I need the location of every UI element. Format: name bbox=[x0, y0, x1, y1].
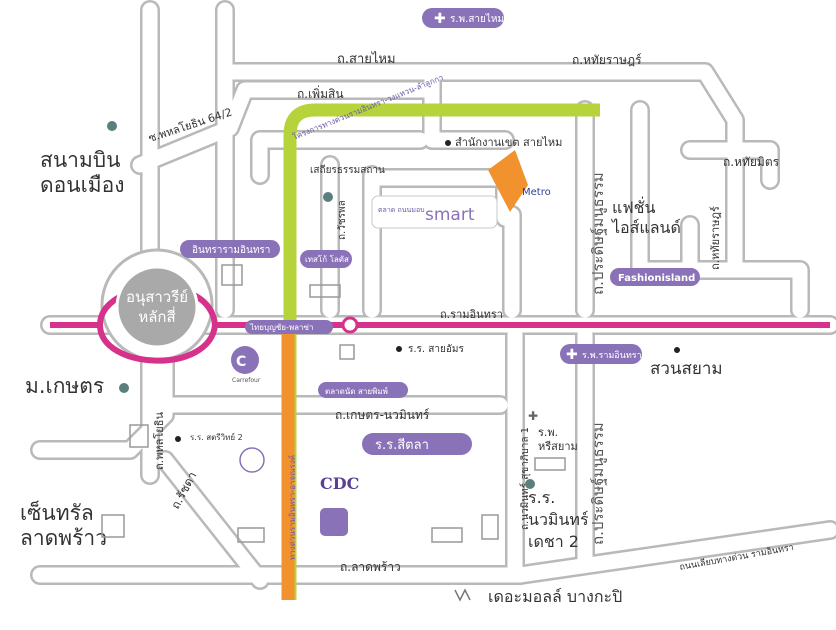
marker-dots bbox=[107, 121, 680, 489]
dot-sasiroj bbox=[323, 192, 333, 202]
label-school-nawamin-3: เดชา 2 bbox=[528, 532, 579, 551]
label-pradit-2: ถ.ประดิษฐ์มนูธรรม bbox=[589, 422, 607, 545]
label-small-school: ร.ร. สตรีวิทย์ 2 bbox=[190, 432, 243, 442]
plus-icon-top: ✚ bbox=[434, 11, 446, 27]
badge-fashion-label: Fashionisland bbox=[618, 273, 695, 284]
label-nawamin-vertical: ถ.นวมินทร์ สุขาภิบาล 1 bbox=[519, 427, 531, 530]
label-fashion-1: แฟชั่น bbox=[612, 196, 656, 217]
building-icon-4 bbox=[481, 514, 499, 540]
green-expressway bbox=[283, 103, 600, 600]
building-icon-6 bbox=[431, 527, 463, 543]
label-kaset: ม.เกษตร bbox=[25, 374, 104, 398]
label-sasiroj: เสถียรธรรมสถาน bbox=[310, 164, 385, 176]
smart-box bbox=[371, 195, 498, 229]
label-harai-mit: ถ.หทัยมิตร bbox=[723, 155, 780, 169]
badge-pink-station bbox=[245, 320, 333, 334]
label-school-nawamin-1: ร.ร. bbox=[528, 488, 555, 507]
dot-school-nawamin bbox=[525, 479, 535, 489]
carrefour-logo: C Carrefour bbox=[231, 346, 261, 384]
badge-pink-station-label: ไทยบุญชัย-พลาซ่า bbox=[249, 323, 313, 332]
label-watphon: ถ.วัชรพล bbox=[337, 200, 348, 240]
building-icon-8 bbox=[309, 284, 341, 298]
plus-icon-ram: ✚ bbox=[566, 347, 578, 363]
metro-logo: Metro bbox=[488, 150, 551, 212]
label-central-1: เซ็นทรัล bbox=[20, 499, 94, 525]
building-icon-7 bbox=[534, 457, 566, 471]
square-logo-icon bbox=[320, 508, 348, 536]
badge-school-sathit bbox=[362, 433, 472, 455]
monument-label-1: อนุสาวรีย์ bbox=[126, 288, 188, 307]
carrefour-label: Carrefour bbox=[232, 377, 261, 384]
building-icons bbox=[101, 264, 566, 602]
label-harai-rat-right: ถ.หทัยราษฎร์ bbox=[709, 206, 722, 270]
building-icon-3 bbox=[101, 514, 125, 538]
pink-rail-station bbox=[341, 316, 359, 334]
badge-nawamin-market-label: ตลาดนัด สายพิมพ์ bbox=[325, 386, 388, 396]
label-sai-mai: ถ.สายไหม bbox=[337, 51, 396, 67]
road-labels: ถ.สายไหม ถ.หทัยราษฎร์ ถ.เพิ่มสิน ซ.พหลโย… bbox=[147, 51, 795, 574]
label-don-mueang-1: สนามบิน bbox=[40, 148, 121, 172]
label-hospital-2: หรีสยาม bbox=[538, 440, 578, 453]
badge-tara bbox=[300, 250, 352, 268]
cdc-logo: CDC bbox=[320, 474, 359, 493]
label-mall: เดอะมอลล์ บางกะปิ bbox=[488, 587, 622, 606]
label-saimai-office: สำนักงานเขต สายไหม bbox=[455, 136, 562, 149]
carrefour-icon bbox=[231, 346, 259, 374]
label-school-nawamin-2: นวมินทร์ bbox=[528, 510, 589, 529]
badge-hospital-ram bbox=[560, 344, 642, 364]
dot-office bbox=[445, 140, 451, 146]
label-harai-rat-top: ถ.หทัยราษฎร์ bbox=[572, 53, 642, 67]
badge-hospital-top bbox=[422, 8, 504, 28]
label-ram-inthra: ถ.รามอินทรา bbox=[440, 308, 503, 321]
label-suan-siam: สวนสยาม bbox=[650, 359, 723, 379]
hospital-cross-icon: ✚ bbox=[528, 409, 538, 423]
building-icon-9 bbox=[339, 344, 355, 360]
dot-don-mueang bbox=[107, 121, 117, 131]
building-icon-1 bbox=[221, 264, 243, 286]
monument-label-2: หลักสี่ bbox=[138, 306, 175, 326]
label-hospital-1: ร.พ. bbox=[538, 426, 558, 439]
metro-shape bbox=[488, 150, 528, 212]
badge-school-sathit-label: ร.ร.สีตลา bbox=[375, 437, 429, 453]
label-phimsin: ถ.เพิ่มสิน bbox=[297, 85, 344, 101]
label-kaset-nawamin: ถ.เกษตร-นวมินทร์ bbox=[335, 408, 430, 422]
label-school-saiyai: ร.ร. สายอัมร bbox=[408, 344, 464, 355]
label-central-2: ลาดพร้าว bbox=[20, 526, 107, 550]
badge-nawamin-market bbox=[318, 382, 408, 398]
dot-suan-siam bbox=[674, 347, 680, 353]
smart-logo: ตลาด ถนนมอบ smart bbox=[371, 195, 498, 229]
badge-intara bbox=[180, 240, 280, 258]
label-phahon-left: ถ.พหลโยธิน bbox=[152, 412, 166, 470]
badge-tara-label: เทสโก้ โลตัส bbox=[305, 254, 349, 264]
place-labels: สนามบิน ดอนเมือง ม.เกษตร เซ็นทรัล ลาดพร้… bbox=[20, 136, 723, 606]
smart-brand: smart bbox=[425, 205, 475, 225]
metro-brand: Metro bbox=[522, 187, 551, 198]
badge-hospital-ram-label: ร.พ.รามอินทรา bbox=[582, 350, 642, 361]
badge-fashion bbox=[610, 268, 700, 286]
svg-text:C: C bbox=[236, 354, 246, 370]
circle-logo-icon bbox=[239, 447, 265, 473]
badge-intara-label: อินทรารามอินทรา bbox=[192, 245, 270, 256]
monument-circle bbox=[115, 265, 199, 349]
label-fashion-2: ไอส์แลนด์ bbox=[610, 218, 681, 237]
dot-kaset bbox=[119, 383, 129, 393]
mall-icon bbox=[454, 588, 471, 602]
purple-badges: ✚ ร.พ.สายไหม อินทรารามอินทรา เทสโก้ โลตั… bbox=[180, 8, 700, 455]
label-lat-phrao: ถ.ลาดพร้าว bbox=[340, 560, 401, 574]
building-icon-5 bbox=[237, 527, 265, 543]
building-icon-2 bbox=[129, 424, 149, 448]
smart-small-text: ตลาด ถนนมอบ bbox=[378, 206, 425, 214]
label-don-mueang-2: ดอนเมือง bbox=[40, 173, 125, 197]
label-pradit-1: ถ.ประดิษฐ์มนูธรรม bbox=[589, 172, 607, 295]
dot-small-school bbox=[175, 436, 181, 442]
dot-school-saiyai bbox=[396, 346, 402, 352]
badge-hospital-top-label: ร.พ.สายไหม bbox=[450, 13, 504, 25]
orange-line-label: ทางด่วนรามอินทรา-อาจณรงค์ bbox=[287, 455, 297, 560]
